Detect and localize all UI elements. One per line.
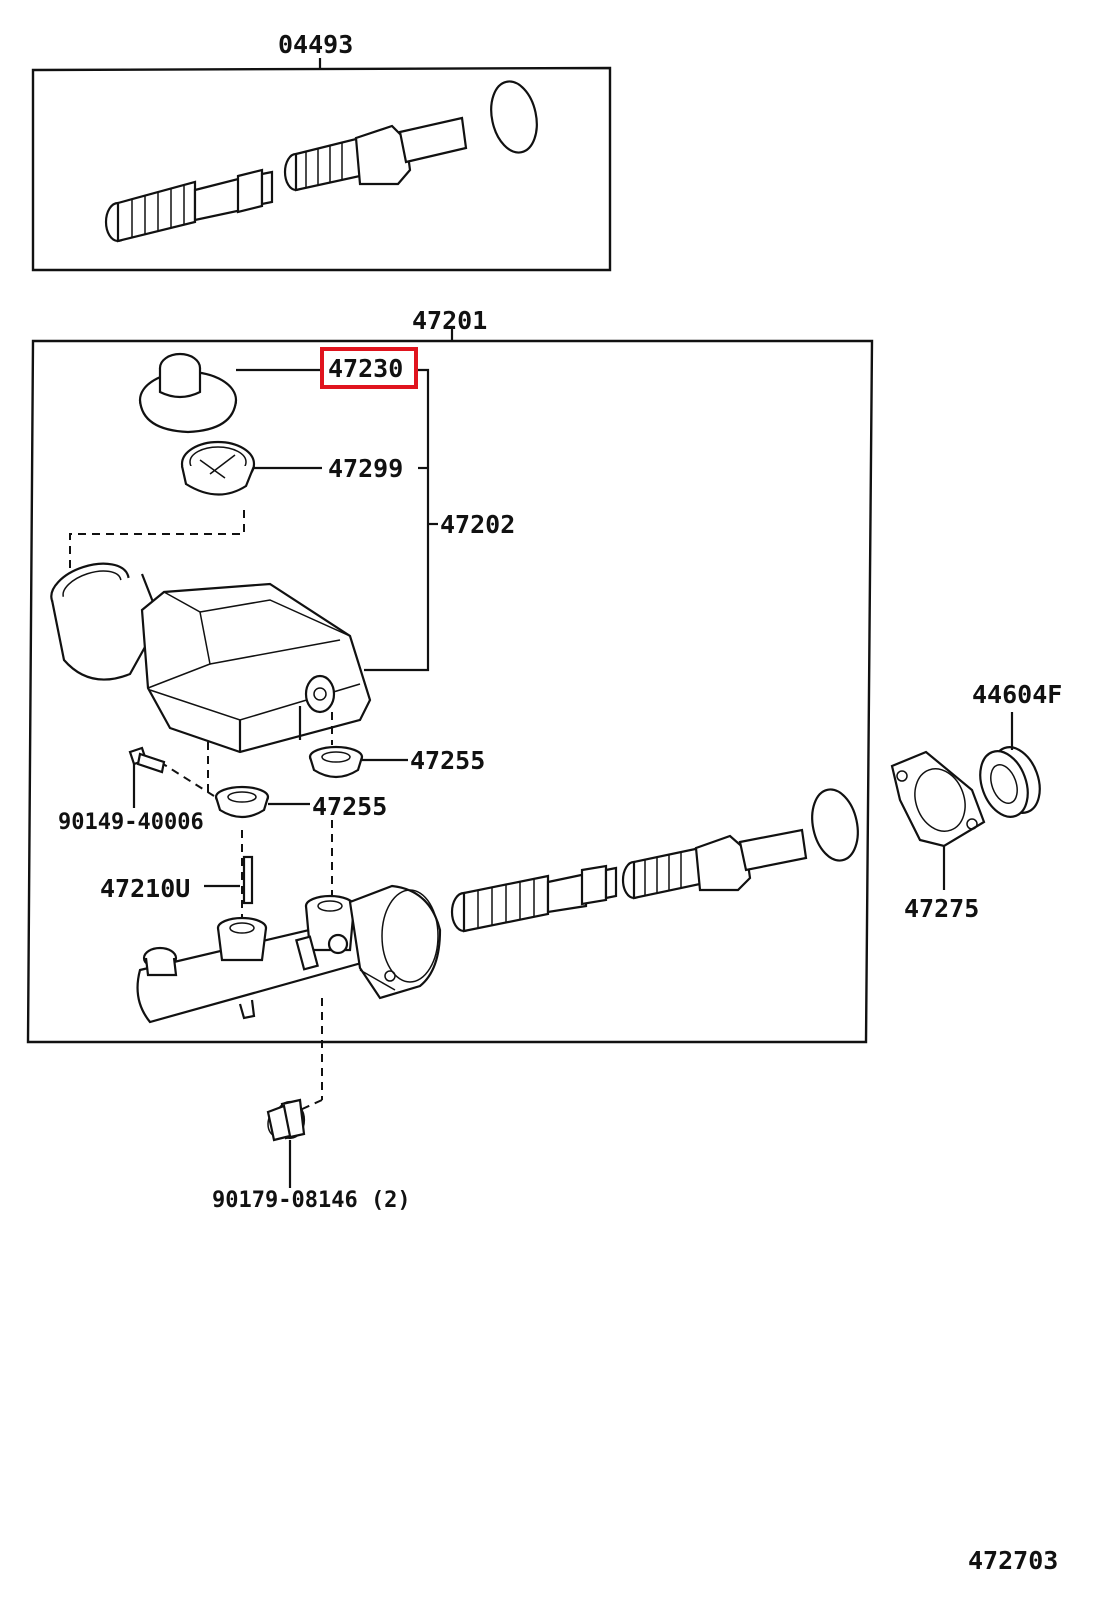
kit-frame-04493 <box>31 58 612 272</box>
callout-47255-lower[interactable]: 47255 <box>312 792 388 821</box>
kit-piston-right <box>283 80 538 192</box>
secondary-piston <box>621 788 859 900</box>
grommet-upper <box>308 745 408 779</box>
grommet-lower <box>214 785 310 819</box>
nut <box>266 1098 306 1188</box>
callout-04493[interactable]: 04493 <box>278 30 354 59</box>
reservoir-cap <box>138 352 322 434</box>
callout-47275[interactable]: 47275 <box>904 894 980 923</box>
highlight-box-47230 <box>320 347 418 389</box>
callout-44604F[interactable]: 44604F <box>972 680 1063 709</box>
gasket <box>890 750 986 890</box>
reservoir-bracket-line <box>364 368 438 672</box>
callout-47210U[interactable]: 47210U <box>100 874 191 903</box>
callout-47299[interactable]: 47299 <box>328 454 404 483</box>
kit-piston-left <box>104 168 274 243</box>
assy-frame-47201 <box>26 328 874 1044</box>
pin <box>204 855 254 905</box>
callout-47255-upper[interactable]: 47255 <box>410 746 486 775</box>
primary-piston <box>450 864 618 933</box>
seal <box>979 712 1041 818</box>
diagram-code: 472703 <box>968 1546 1059 1575</box>
callout-47230[interactable]: 47230 <box>328 354 404 383</box>
callout-90149-40006[interactable]: 90149-40006 <box>58 810 204 835</box>
callout-47201[interactable]: 47201 <box>412 306 488 335</box>
master-cylinder-body <box>136 884 442 1111</box>
screw <box>128 746 166 808</box>
callout-90179-08146[interactable]: 90179-08146 (2) <box>212 1188 411 1213</box>
reservoir-tank <box>50 562 372 754</box>
callout-47202[interactable]: 47202 <box>440 510 516 539</box>
reservoir-strainer <box>180 440 322 496</box>
